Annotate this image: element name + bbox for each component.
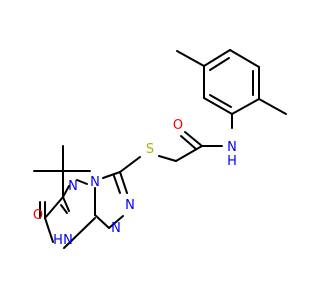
bonds <box>33 49 287 249</box>
triazine-nitrogen-1-label: N <box>68 179 78 194</box>
ring-nitrogen-label: N <box>63 233 73 248</box>
sulfur-label: S <box>146 142 154 157</box>
bond <box>76 179 88 185</box>
atom-labels: O N H S N N N N H N O <box>33 118 237 248</box>
triazole-nitrogen-2-label: N <box>111 221 121 236</box>
bond <box>119 171 128 194</box>
triazole-nitrogen-1-label: N <box>125 198 135 213</box>
bond <box>209 57 230 71</box>
bond <box>119 156 141 173</box>
bond <box>184 131 203 147</box>
bond <box>108 215 124 229</box>
molecule-canvas: O N H S N N N N H N O <box>32 49 287 249</box>
bond <box>176 50 205 67</box>
bond <box>94 214 110 229</box>
bond <box>102 171 121 179</box>
amide-hydrogen-label: H <box>227 154 237 169</box>
bond <box>209 94 232 108</box>
bond <box>113 175 121 194</box>
bond <box>229 49 260 68</box>
bond <box>180 135 197 150</box>
bond <box>44 217 54 243</box>
bond <box>175 145 203 162</box>
triazine-nitrogen-2-label: N <box>90 175 100 190</box>
bond <box>203 49 231 67</box>
amide-nitrogen-label: N <box>227 140 237 155</box>
bond <box>258 98 287 115</box>
ring-hydrogen-label: H <box>53 233 63 248</box>
amide-oxygen-label: O <box>173 118 183 133</box>
bond <box>62 196 70 212</box>
bond <box>158 155 177 162</box>
bond <box>231 98 260 115</box>
ketone-oxygen-label: O <box>33 208 43 223</box>
bond <box>63 217 96 249</box>
bond <box>203 97 233 115</box>
bond <box>60 204 68 214</box>
bond <box>44 196 64 219</box>
molecule-structure: O N H S N N N N H N O <box>33 49 287 249</box>
